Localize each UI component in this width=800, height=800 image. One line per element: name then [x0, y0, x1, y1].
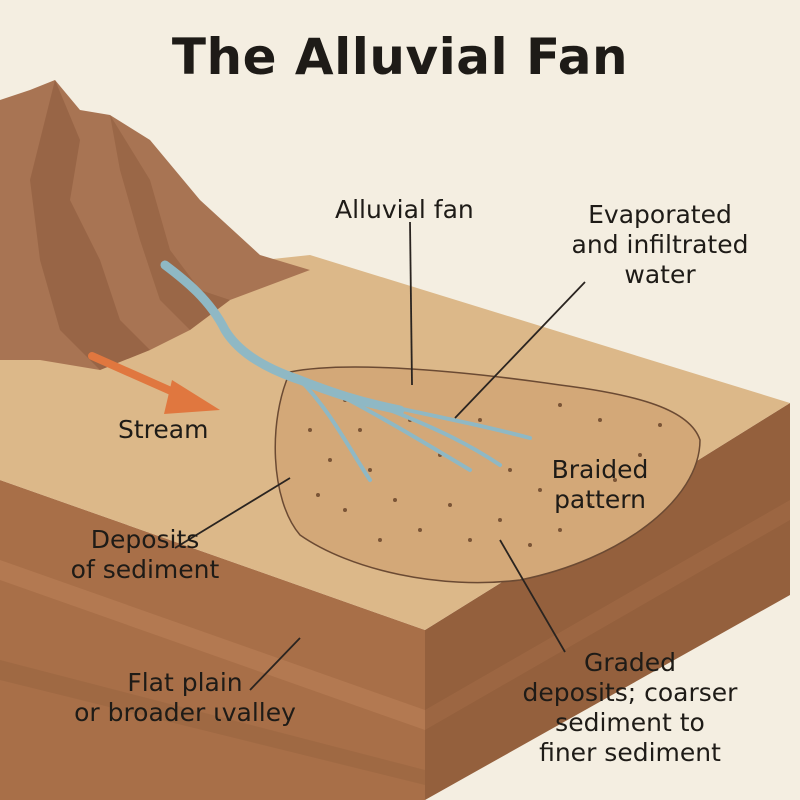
label-flat-plain: Flat plain or broader ιvalley	[74, 668, 296, 727]
strata-band	[425, 500, 790, 730]
mountain-ridge-shadow	[30, 80, 150, 370]
leader-flat-plain	[249, 637, 301, 691]
leader-lines	[174, 221, 586, 691]
alluvial-fan-surface	[274, 366, 701, 584]
strata-band	[0, 660, 425, 785]
label-alluvial-fan: Alluvial fan	[335, 195, 474, 224]
strata-band	[0, 560, 425, 730]
block-right-face	[425, 403, 790, 800]
leader-deposits	[174, 477, 291, 549]
stream-channel	[160, 260, 405, 415]
label-deposits-of-sediment: Deposits of sediment	[70, 525, 220, 584]
leader-evaporated	[454, 281, 586, 419]
label-braided-pattern: Braided pattern	[551, 455, 649, 514]
leader-graded	[499, 539, 566, 653]
label-stream: Stream	[118, 415, 209, 444]
label-evaporated-water: Evaporated and infiltrated water	[571, 200, 749, 289]
leader-alluvial-fan	[409, 221, 413, 386]
mountain-ridge-shadow	[110, 115, 230, 330]
braided-channels	[298, 378, 532, 482]
page-title: The Alluvial Fan	[171, 28, 629, 86]
stream-arrow-head	[164, 380, 220, 414]
label-graded-deposits: Graded deposits; coarser sediment to fin…	[522, 648, 738, 767]
stream-arrow	[88, 352, 184, 399]
